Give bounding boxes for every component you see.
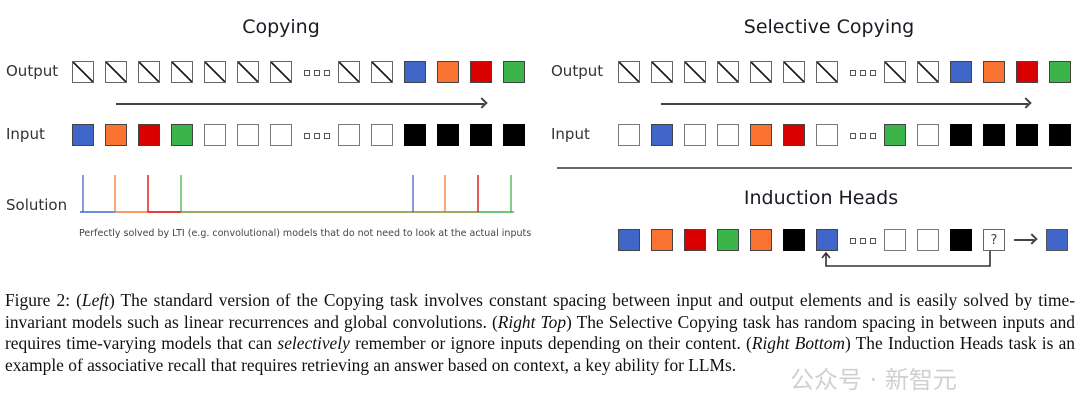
- copying-title: Copying: [242, 16, 320, 38]
- copying-arrow-icon: [116, 103, 484, 105]
- green-token-square: [717, 229, 739, 251]
- red-token-square: [138, 124, 160, 146]
- masked-token-square: [717, 61, 739, 83]
- orange-token-square: [750, 229, 772, 251]
- caption-left-tag: Left: [81, 290, 109, 310]
- black-token-square: [503, 124, 525, 146]
- caption-right-top-text-b: remember or ignore inputs depending on t…: [349, 333, 747, 354]
- blue-token-square: [404, 61, 426, 83]
- black-token-square: [404, 124, 426, 146]
- blue-token-square: [618, 229, 640, 251]
- watermark: 公众号 · 新智元: [790, 366, 957, 394]
- blank-token-square: [204, 124, 226, 146]
- masked-token-square: [651, 61, 673, 83]
- masked-token-square: [750, 61, 772, 83]
- black-token-square: [437, 124, 459, 146]
- blank-token-square: [371, 124, 393, 146]
- blank-token-square: [270, 124, 292, 146]
- masked-token-square: [917, 61, 939, 83]
- black-token-square: [1016, 124, 1038, 146]
- blue-token-square: [72, 124, 94, 146]
- masked-token-square: [105, 61, 127, 83]
- selective-arrow-icon: [661, 103, 1028, 105]
- induction-lookup-arrow-icon: [821, 251, 991, 267]
- red-token-square: [783, 124, 805, 146]
- caption-left-text: The standard version of the Copying task…: [5, 290, 1076, 332]
- masked-token-square: [237, 61, 259, 83]
- masked-token-square: [171, 61, 193, 83]
- red-token-square: [1016, 61, 1038, 83]
- blank-token-square: [618, 124, 640, 146]
- blank-token-square: [816, 124, 838, 146]
- ellipsis-dots: [304, 70, 330, 76]
- green-token-square: [503, 61, 525, 83]
- blank-token-square: [684, 124, 706, 146]
- orange-token-square: [437, 61, 459, 83]
- black-token-square: [1049, 124, 1071, 146]
- panel-divider: [557, 167, 1072, 169]
- caption-selectively: selectively: [277, 333, 350, 354]
- red-token-square: [470, 61, 492, 83]
- blank-token-square: [917, 229, 939, 251]
- green-token-square: [884, 124, 906, 146]
- orange-token-square: [983, 61, 1005, 83]
- selective-input-label: Input: [551, 125, 590, 143]
- copying-output-label: Output: [6, 62, 59, 80]
- masked-token-square: [816, 61, 838, 83]
- caption-right-bottom-tag: Right Bottom: [751, 333, 845, 354]
- green-token-square: [1049, 61, 1071, 83]
- induction-answer-square: [1046, 229, 1068, 251]
- blank-token-square: [717, 124, 739, 146]
- ellipsis-dots: [850, 238, 876, 244]
- blank-token-square: [917, 124, 939, 146]
- masked-token-square: [338, 61, 360, 83]
- blank-token-square: [884, 229, 906, 251]
- black-token-square: [783, 229, 805, 251]
- masked-token-square: [138, 61, 160, 83]
- masked-token-square: [684, 61, 706, 83]
- blue-token-square: [950, 61, 972, 83]
- query-token-square: ?: [983, 229, 1005, 251]
- selective-output-label: Output: [551, 62, 604, 80]
- induction-heads-title: Induction Heads: [743, 187, 899, 209]
- orange-token-square: [750, 124, 772, 146]
- masked-token-square: [618, 61, 640, 83]
- blue-token-square: [816, 229, 838, 251]
- red-token-square: [684, 229, 706, 251]
- blue-token-square: [651, 124, 673, 146]
- copying-solution-plot: [80, 175, 514, 213]
- masked-token-square: [72, 61, 94, 83]
- copying-input-label: Input: [6, 125, 45, 143]
- blank-token-square: [338, 124, 360, 146]
- ellipsis-dots: [850, 133, 876, 139]
- figure-caption: Figure 2: (Left) The standard version of…: [5, 290, 1076, 375]
- ellipsis-dots: [850, 70, 876, 76]
- induction-result-arrow-icon: [1014, 239, 1034, 241]
- masked-token-square: [204, 61, 226, 83]
- masked-token-square: [783, 61, 805, 83]
- copying-solution-note: Perfectly solved by LTI (e.g. convolutio…: [79, 228, 532, 239]
- masked-token-square: [270, 61, 292, 83]
- black-token-square: [470, 124, 492, 146]
- caption-right-top-text-a: The Selective Copying task has random sp…: [5, 311, 1075, 354]
- black-token-square: [950, 124, 972, 146]
- caption-right-bottom-text: The Induction Heads task is an example o…: [5, 333, 1075, 375]
- orange-token-square: [105, 124, 127, 146]
- blank-token-square: [237, 124, 259, 146]
- masked-token-square: [371, 61, 393, 83]
- orange-token-square: [651, 229, 673, 251]
- black-token-square: [983, 124, 1005, 146]
- caption-right-top-tag: Right Top: [497, 311, 567, 332]
- copying-solution-label: Solution: [6, 196, 68, 214]
- masked-token-square: [884, 61, 906, 83]
- selective-copying-title: Selective Copying: [743, 16, 915, 38]
- figure-label: Figure 2:: [5, 290, 71, 310]
- ellipsis-dots: [304, 133, 330, 139]
- black-token-square: [950, 229, 972, 251]
- green-token-square: [171, 124, 193, 146]
